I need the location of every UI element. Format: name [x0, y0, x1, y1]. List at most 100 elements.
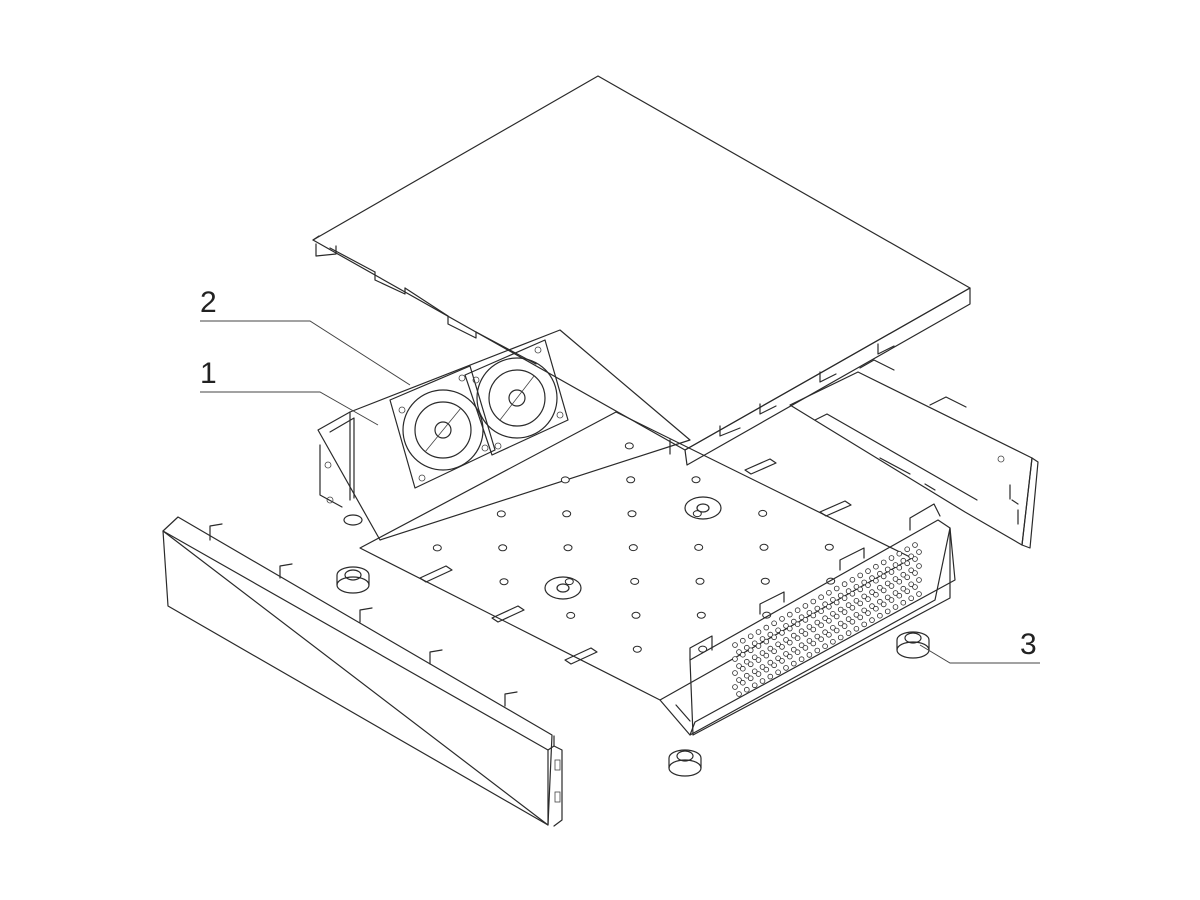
vent-hole — [830, 610, 836, 617]
vent-hole — [916, 549, 922, 555]
mounting-hole — [624, 442, 634, 450]
vent-hole — [739, 651, 746, 658]
vent-hole — [798, 628, 805, 634]
vent-hole — [755, 657, 762, 663]
vent-hole — [736, 663, 742, 669]
vent-hole — [818, 608, 824, 614]
vent-hole — [810, 612, 817, 619]
vent-hole — [861, 579, 867, 586]
vent-hole — [779, 630, 785, 636]
vent-hole — [869, 617, 875, 623]
mounting-hole — [696, 611, 706, 619]
vent-hole — [833, 613, 840, 620]
vent-hole — [822, 629, 828, 635]
mounting-hole — [499, 578, 509, 586]
vent-hole — [900, 585, 907, 592]
vent-hole — [865, 596, 871, 602]
vent-hole — [806, 610, 813, 616]
mounting-hole — [691, 476, 701, 484]
vent-hole — [869, 589, 875, 595]
mounting-hole — [824, 543, 834, 551]
vent-hole — [763, 652, 770, 659]
vent-hole — [771, 620, 777, 627]
vent-hole — [861, 621, 867, 628]
vent-hole — [857, 600, 863, 607]
vent-hole — [904, 560, 910, 567]
vent-hole — [884, 608, 891, 615]
vent-hole — [814, 619, 821, 626]
vent-hole — [810, 626, 817, 633]
vent-hole — [775, 655, 781, 662]
mounting-hole — [563, 544, 573, 552]
vent-hole — [865, 582, 871, 588]
vent-hole — [747, 647, 754, 654]
vent-hole — [912, 556, 918, 562]
vent-hole — [857, 614, 863, 621]
vent-hole — [798, 642, 805, 648]
vent-hole — [794, 649, 801, 655]
vent-hole — [837, 592, 844, 599]
vent-hole — [845, 602, 852, 608]
foot-icon — [336, 566, 370, 594]
callout-1: 1 — [200, 357, 379, 426]
vent-hole — [779, 616, 785, 622]
vent-hole — [853, 583, 860, 590]
vent-hole — [759, 650, 766, 656]
ventilation-perforations — [732, 542, 922, 697]
vent-hole — [786, 653, 793, 660]
mounting-hole — [631, 611, 641, 619]
vent-hole — [877, 612, 883, 619]
mounting-hole — [759, 543, 769, 551]
vent-hole — [841, 623, 848, 629]
vent-hole — [751, 682, 758, 689]
vent-hole — [751, 640, 758, 647]
base-plate — [343, 411, 913, 701]
vent-hole — [873, 563, 879, 570]
mounting-hole — [564, 578, 574, 586]
vent-hole — [736, 649, 742, 655]
vent-hole — [822, 615, 828, 621]
vent-hole — [779, 658, 785, 664]
vent-hole — [747, 675, 754, 682]
vent-hole — [767, 631, 774, 638]
vent-hole — [771, 648, 777, 655]
vent-hole — [830, 624, 836, 631]
vent-hole — [767, 645, 774, 652]
vent-hole — [794, 621, 801, 627]
vent-hole — [743, 686, 750, 693]
vent-hole — [806, 652, 813, 658]
mounting-hole — [566, 611, 576, 619]
vent-hole — [912, 584, 918, 590]
vent-hole — [877, 584, 883, 591]
vent-hole — [759, 664, 766, 670]
vent-hole — [814, 647, 821, 654]
callout-2-label: 2 — [200, 286, 217, 319]
vent-hole — [783, 637, 789, 643]
mounting-hole — [632, 645, 642, 653]
vent-hole — [900, 571, 907, 578]
vent-hole — [802, 617, 809, 623]
vent-hole — [775, 641, 781, 648]
vent-hole — [783, 665, 789, 671]
vent-hole — [747, 633, 754, 640]
vent-hole — [830, 638, 836, 645]
vent-hole — [739, 679, 746, 686]
vent-hole — [790, 618, 797, 625]
vent-hole — [833, 627, 840, 634]
vent-hole — [736, 691, 742, 697]
vent-hole — [833, 599, 840, 606]
vent-hole — [736, 677, 742, 683]
vent-hole — [751, 654, 758, 661]
vent-hole — [916, 591, 922, 597]
vent-hole — [775, 669, 781, 676]
vent-hole — [739, 637, 746, 644]
vent-hole — [853, 611, 860, 618]
vent-hole — [767, 673, 774, 680]
vent-hole — [747, 661, 754, 668]
vent-hole — [767, 659, 774, 666]
vent-hole — [732, 684, 738, 690]
vent-hole — [822, 643, 828, 649]
vent-hole — [900, 599, 907, 606]
vent-hole — [873, 577, 879, 584]
vent-hole — [904, 574, 910, 581]
